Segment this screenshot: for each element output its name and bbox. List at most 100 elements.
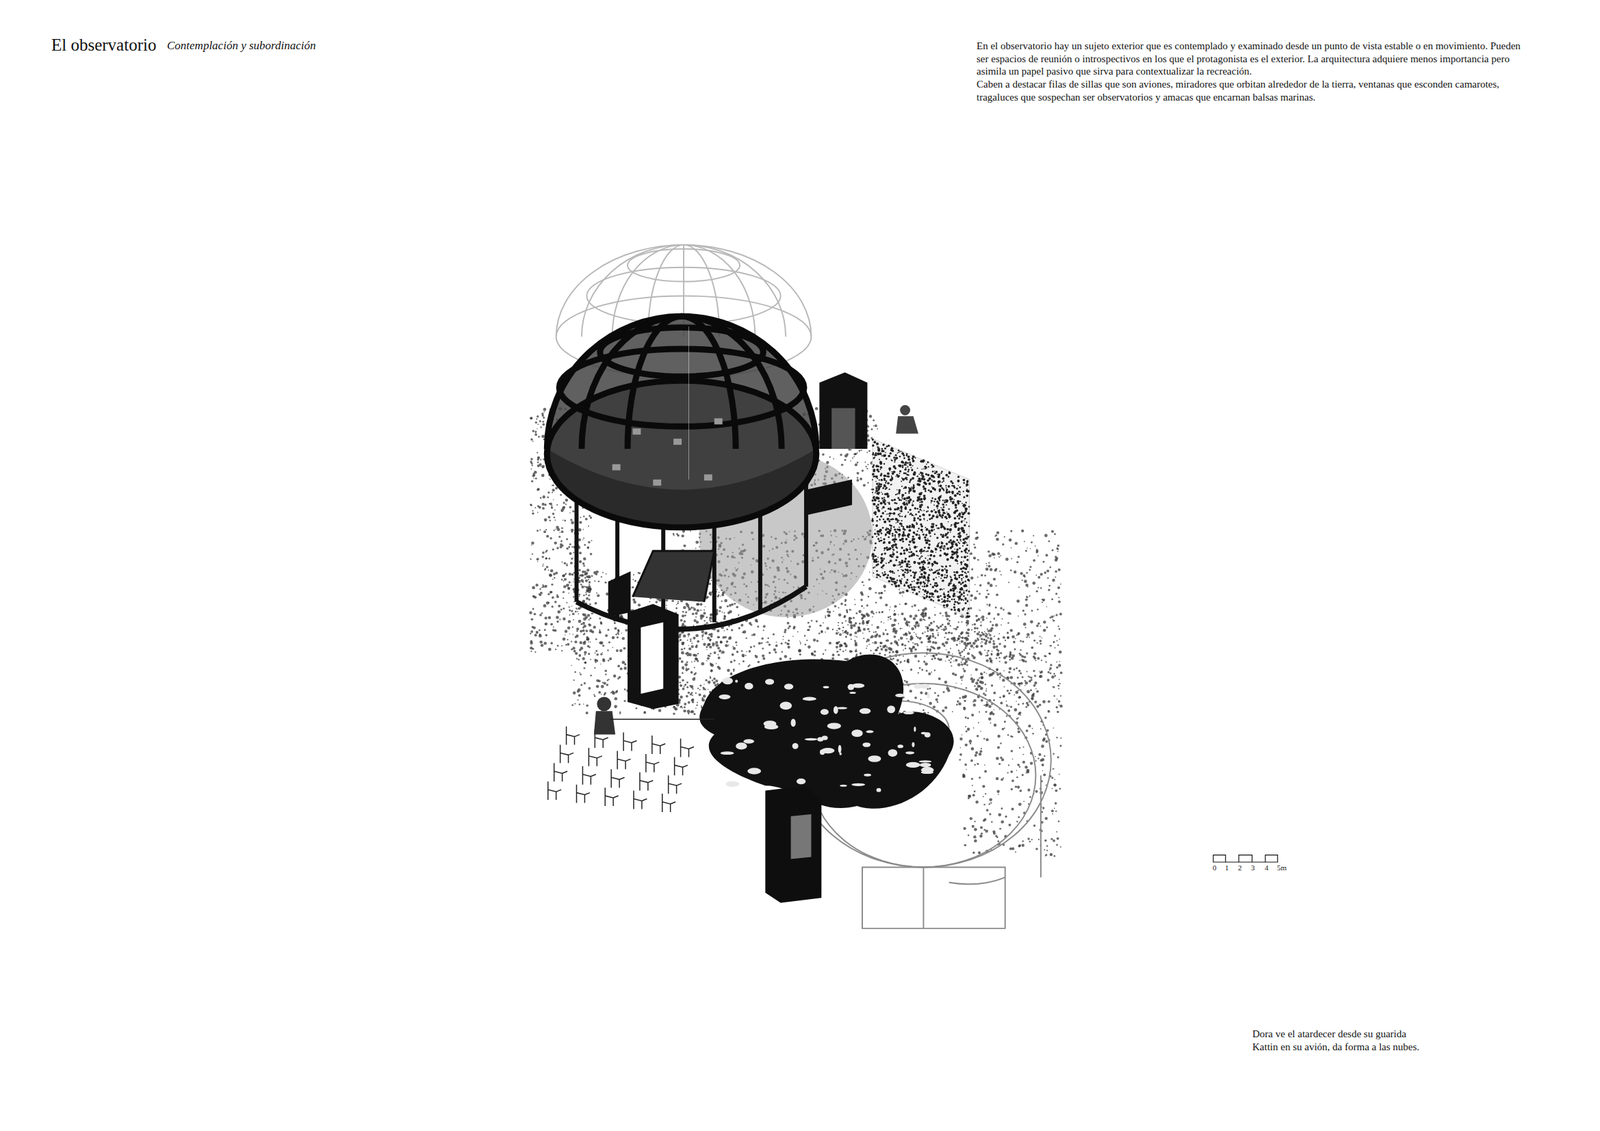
vegetation-dot <box>966 664 969 667</box>
vegetation-dot <box>583 573 586 576</box>
vegetation-dot <box>537 561 539 563</box>
vegetation-dot <box>562 591 565 594</box>
vegetation-dot <box>556 594 558 597</box>
vegetation-dot <box>537 435 540 438</box>
vegetation-dot <box>531 544 532 546</box>
vegetation-dot <box>534 431 537 434</box>
vegetation-dot <box>721 650 725 655</box>
vegetation-dot <box>695 548 697 550</box>
vegetation-dot <box>581 570 585 574</box>
vegetation-dot <box>563 578 567 582</box>
vegetation-dot <box>595 659 599 663</box>
vegetation-dot <box>1033 652 1037 655</box>
vegetation-dot <box>706 656 710 660</box>
vegetation-dot <box>553 529 556 532</box>
vegetation-dot <box>561 530 564 534</box>
vegetation-dot <box>579 641 583 644</box>
vegetation-dot <box>570 665 573 667</box>
vegetation-dot <box>678 676 681 679</box>
vegetation-dot <box>839 633 842 636</box>
vegetation-dot <box>986 581 990 585</box>
vegetation-dot <box>715 641 718 644</box>
vegetation-dot <box>572 612 575 616</box>
vegetation-dot <box>687 639 689 642</box>
vegetation-dot <box>532 440 534 443</box>
vegetation-dot <box>620 667 623 670</box>
vegetation-dot <box>953 612 957 616</box>
vegetation-dot <box>1032 581 1037 586</box>
vegetation-dot <box>745 637 747 640</box>
vegetation-dot <box>614 707 616 709</box>
vegetation-dot <box>567 587 571 590</box>
vegetation-dot <box>731 653 735 657</box>
vegetation-dot <box>1021 640 1024 643</box>
vegetation-dot <box>681 679 685 683</box>
vegetation-dot <box>973 623 976 626</box>
vegetation-dot <box>568 546 571 549</box>
vegetation-dot <box>970 674 972 677</box>
vegetation-dot <box>988 561 990 564</box>
vegetation-dot <box>643 711 647 714</box>
vegetation-dot <box>824 649 827 651</box>
vegetation-dot <box>715 679 718 683</box>
vegetation-dot <box>701 637 703 639</box>
vegetation-dot <box>1057 550 1059 553</box>
vegetation-dot <box>810 653 814 657</box>
vegetation-dot <box>1059 704 1063 708</box>
vegetation-dot <box>542 466 545 469</box>
vegetation-dot <box>693 677 696 679</box>
vegetation-dot <box>543 411 545 413</box>
vegetation-dot <box>544 503 547 506</box>
vegetation-dot <box>568 584 570 586</box>
vegetation-dot <box>1036 690 1039 694</box>
vegetation-dot <box>570 641 573 643</box>
vegetation-dot <box>999 676 1002 679</box>
vegetation-dot <box>531 512 534 515</box>
vegetation-dot <box>550 569 554 573</box>
vegetation-dot <box>588 619 590 621</box>
vegetation-dot <box>633 574 635 576</box>
vegetation-dot <box>707 680 712 685</box>
vegetation-dot <box>581 585 584 589</box>
vegetation-dot <box>583 565 586 568</box>
vegetation-dot <box>1057 568 1061 572</box>
vegetation-dot <box>573 578 575 580</box>
vegetation-dot <box>589 629 593 634</box>
vegetation-dot <box>604 691 607 694</box>
vegetation-dot <box>552 512 556 516</box>
vegetation-dot <box>676 534 679 537</box>
vegetation-dot <box>542 416 545 419</box>
vegetation-dot <box>685 652 688 656</box>
vegetation-dot <box>552 626 555 629</box>
vegetation-dot <box>585 629 588 633</box>
vegetation-dot <box>583 528 585 531</box>
vegetation-dot <box>588 576 590 579</box>
vegetation-dot <box>535 477 538 480</box>
vegetation-dot <box>583 633 586 635</box>
vegetation-dot <box>816 639 819 642</box>
vegetation-dot <box>914 614 918 618</box>
vegetation-dot <box>902 649 905 651</box>
vegetation-dot <box>1056 711 1059 714</box>
vegetation-dot <box>944 706 948 709</box>
vegetation-dot <box>979 624 983 627</box>
vegetation-dot <box>562 519 564 521</box>
vegetation-dot <box>617 665 621 668</box>
vegetation-dot <box>709 652 712 655</box>
vegetation-dot <box>665 607 668 610</box>
vegetation-dot <box>860 598 863 601</box>
vegetation-dot <box>600 652 603 655</box>
vegetation-dot <box>714 643 716 645</box>
vegetation-dot <box>544 585 547 588</box>
vegetation-dot <box>558 535 561 538</box>
vegetation-dot <box>1044 533 1048 538</box>
vegetation-dot <box>993 557 996 560</box>
vegetation-dot <box>1042 700 1046 704</box>
vegetation-dot <box>574 640 577 644</box>
vegetation-dot <box>542 584 544 586</box>
vegetation-dot <box>945 649 948 651</box>
vegetation-dot <box>568 609 571 612</box>
vegetation-dot <box>705 646 708 649</box>
vegetation-dot <box>533 613 537 616</box>
vegetation-dot <box>557 528 561 532</box>
